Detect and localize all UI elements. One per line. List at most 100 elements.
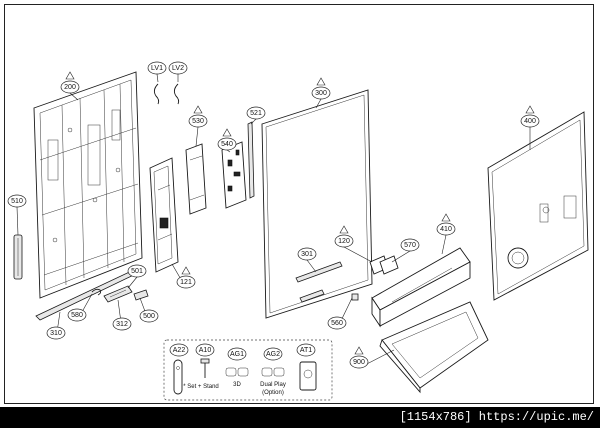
callout-bubble [46, 326, 66, 340]
leader-line [195, 126, 199, 147]
part-120-speaker [369, 255, 399, 275]
callout-120: 120 [334, 225, 373, 263]
callout-bubble [147, 61, 167, 75]
callout-ag2: AG2 [263, 347, 283, 361]
callout-500: 500 [139, 297, 159, 323]
callout-501: 501 [127, 264, 147, 289]
callout-bubble [60, 80, 80, 94]
callout-label: A22 [173, 347, 186, 354]
callout-bubble [349, 355, 369, 369]
callout-lv2: LV2 [168, 61, 188, 82]
callout-410: 410 [436, 213, 456, 255]
callout-bubble [263, 347, 283, 361]
callout-label: 540 [221, 141, 233, 148]
callout-label: 510 [11, 198, 23, 205]
part-410-stand-neck [371, 247, 471, 328]
callout-530: 530 [188, 105, 208, 147]
callout-bubble [188, 114, 208, 128]
callout-bubble [168, 61, 188, 75]
callout-310: 310 [46, 311, 66, 340]
callout-bubble [127, 264, 147, 278]
accessory-set-stand-note: * Set + Stand [183, 384, 219, 390]
callout-bubble [227, 347, 247, 361]
callout-bubble [400, 238, 420, 252]
callout-bubble [334, 234, 354, 248]
callout-312: 312 [112, 299, 132, 331]
callout-label: LV2 [172, 65, 184, 72]
callout-a22: A22 [169, 343, 189, 357]
callout-ag1: AG1 [227, 347, 247, 361]
callout-570: 570 [391, 238, 420, 263]
leader-line [127, 276, 138, 289]
callout-label: 410 [440, 226, 452, 233]
callout-label: 501 [131, 268, 143, 275]
callout-label: 312 [116, 321, 128, 328]
warning-triangle-icon [354, 346, 364, 355]
warning-triangle-icon [65, 71, 75, 80]
callout-bubble [112, 317, 132, 331]
warning-triangle-icon [441, 213, 451, 222]
part-lv-cables [153, 83, 180, 105]
callout-label: 500 [143, 313, 155, 320]
warning-triangle-icon [193, 105, 203, 114]
leader-line [441, 234, 447, 255]
part-521-thin-board [247, 121, 255, 199]
callout-560: 560 [327, 297, 353, 330]
callout-label: 560 [331, 320, 343, 327]
callout-bubble [169, 343, 189, 357]
callout-a10: A10 [195, 343, 215, 357]
callout-bubble [520, 114, 540, 128]
part-121-speaker-box [149, 157, 179, 273]
callout-300: 300 [311, 77, 331, 109]
callout-label: 580 [71, 312, 83, 319]
accessories-box [163, 339, 333, 401]
warning-triangle-icon [181, 266, 191, 275]
callout-label: 121 [180, 279, 192, 286]
callout-lv1: LV1 [147, 61, 167, 83]
part-540-main-board [221, 141, 247, 209]
callout-label: AG2 [266, 351, 280, 358]
callout-400: 400 [520, 105, 540, 150]
part-200-chassis [33, 71, 143, 299]
warning-triangle-icon [222, 128, 232, 137]
part-500-board [133, 289, 149, 301]
accessory-dual-play-label: Dual Play [260, 382, 286, 388]
warning-triangle-icon [339, 225, 349, 234]
part-900-stand-base [379, 301, 489, 394]
callout-bubble [67, 308, 87, 322]
callout-bubble [139, 309, 159, 323]
callout-label: 570 [404, 242, 416, 249]
callout-900: 900 [349, 346, 395, 369]
warning-triangle-icon [316, 77, 326, 86]
leader-line [306, 259, 317, 273]
callout-301: 301 [297, 247, 317, 273]
callout-label: 900 [353, 359, 365, 366]
warning-triangle-icon [525, 105, 535, 114]
callout-bubble [436, 222, 456, 236]
callout-521: 521 [246, 106, 266, 125]
part-400-back-cover [487, 111, 589, 301]
leader-line [156, 73, 159, 83]
callout-at1: AT1 [296, 343, 316, 357]
callout-bubble [327, 316, 347, 330]
callout-bubble [297, 247, 317, 261]
accessory-ag1-glasses [225, 367, 249, 377]
callout-label: 200 [64, 84, 76, 91]
part-300-lcd-panel [261, 89, 373, 319]
callout-label: 120 [338, 238, 350, 245]
leader-line [391, 250, 411, 263]
callout-layer: 200 510 310 580 501 312 500 121 LV1 LV2 530 540 521 3… [7, 61, 540, 369]
callout-label: AG1 [230, 351, 244, 358]
leader-line [343, 246, 373, 263]
part-560-block [351, 293, 359, 301]
part-530-power-board [185, 143, 207, 215]
callout-label: 400 [524, 118, 536, 125]
callout-bubble [296, 343, 316, 357]
callout-510: 510 [7, 194, 27, 236]
callout-bubble [195, 343, 215, 357]
callout-label: AT1 [300, 347, 312, 354]
callout-200: 200 [60, 71, 80, 101]
part-510-side-board [13, 234, 23, 280]
